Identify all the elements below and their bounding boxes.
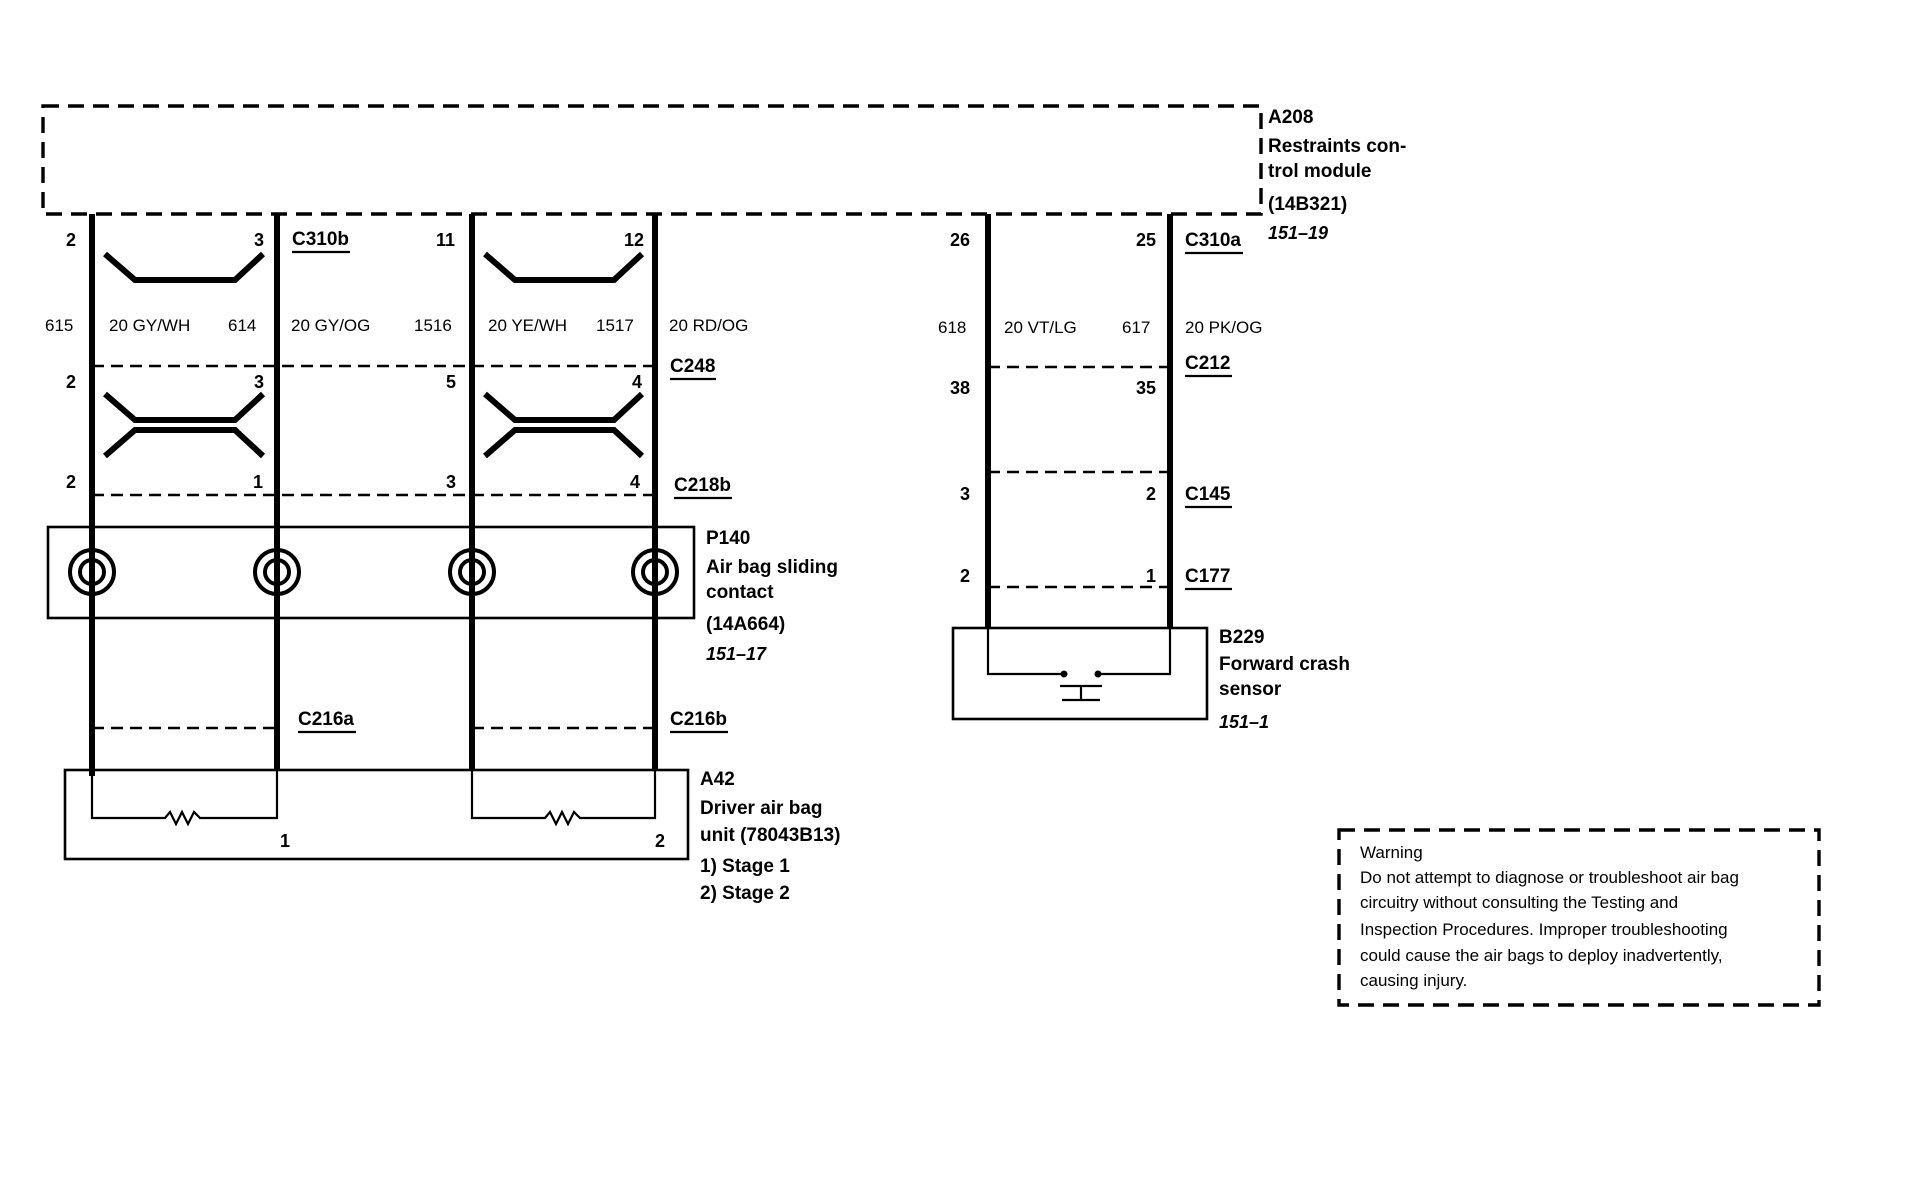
- pin-c248-2: 2: [66, 372, 76, 392]
- a42-name-line2: unit (78043B13): [700, 825, 840, 846]
- connector-c218b: C218b: [674, 475, 731, 496]
- connector-c212: C212: [1185, 353, 1230, 374]
- pin-c248-5: 5: [446, 372, 456, 392]
- a208-part: (14B321): [1268, 194, 1347, 215]
- contact-ring-3-outer: [448, 548, 496, 596]
- pin-c177-1: 1: [1146, 566, 1156, 586]
- warning-line-5: causing injury.: [1360, 971, 1467, 990]
- spec-1516: 20 YE/WH: [488, 316, 567, 335]
- warning-box: [1337, 828, 1821, 1007]
- a42-id: A42: [700, 769, 735, 790]
- twist-x-b-top: [483, 391, 645, 423]
- warning-line-4: could cause the air bags to deploy inadv…: [1360, 946, 1723, 965]
- clockspring-contacts: [68, 548, 679, 596]
- sensor-contact-left: [1060, 670, 1068, 678]
- b229-name-line1: Forward crash: [1219, 654, 1350, 675]
- a208-id: A208: [1268, 107, 1313, 128]
- b229-page-ref: 151–1: [1219, 712, 1269, 732]
- pin-c248-4: 4: [632, 372, 642, 392]
- pin-c310b-3: 3: [254, 230, 264, 250]
- a42-stage1: 1) Stage 1: [700, 856, 790, 877]
- a208-name-line2: trol module: [1268, 161, 1371, 182]
- pin-c218b-4: 4: [630, 472, 640, 492]
- p140-name-line2: contact: [706, 582, 774, 603]
- warning-title: Warning: [1360, 843, 1423, 862]
- pin-c145-3: 3: [960, 484, 970, 504]
- p140-page-ref: 151–17: [706, 644, 767, 664]
- contact-ring-4-outer: [631, 548, 679, 596]
- connector-c177: C177: [1185, 566, 1230, 587]
- pin-c310b-2: 2: [66, 230, 76, 250]
- p140-box: [46, 525, 696, 620]
- contact-ring-2-outer: [253, 548, 301, 596]
- twist-x-a-bottom: [103, 427, 266, 459]
- a42-name-line1: Driver air bag: [700, 798, 823, 819]
- contact-ring-4-inner: [641, 558, 669, 586]
- spec-618: 20 VT/LG: [1004, 318, 1077, 337]
- sensor-switch-right: [1100, 628, 1172, 676]
- pin-c212-35: 35: [1136, 378, 1156, 398]
- circuit-618: 618: [938, 318, 966, 337]
- b229-name-line2: sensor: [1219, 679, 1282, 700]
- twist-mark-c310b-a: [103, 251, 266, 283]
- pin-c145-2: 2: [1146, 484, 1156, 504]
- a42-stage2: 2) Stage 2: [700, 883, 790, 904]
- pin-c310a-26: 26: [950, 230, 970, 250]
- warning-line-3: Inspection Procedures. Improper troubles…: [1360, 920, 1728, 939]
- stage2-loop: [470, 770, 657, 827]
- a208-name-line1: Restraints con-: [1268, 136, 1406, 157]
- connector-c310a: C310a: [1185, 230, 1241, 251]
- connector-c248: C248: [670, 356, 715, 377]
- twist-mark-c310b-b: [483, 251, 645, 283]
- p140-id: P140: [706, 528, 750, 549]
- pin-c310b-12: 12: [624, 230, 644, 250]
- a42-box: [63, 768, 690, 861]
- b229-id: B229: [1219, 627, 1264, 648]
- a42-stage2-pin: 2: [655, 831, 665, 851]
- p140-name-line1: Air bag sliding: [706, 557, 838, 578]
- contact-ring-3-inner: [458, 558, 486, 586]
- warning-line-1: Do not attempt to diagnose or troublesho…: [1360, 868, 1739, 887]
- connector-c310b: C310b: [292, 229, 349, 250]
- circuit-615: 615: [45, 316, 73, 335]
- pin-c177-2: 2: [960, 566, 970, 586]
- spec-614: 20 GY/OG: [291, 316, 370, 335]
- connector-c145: C145: [1185, 484, 1231, 505]
- twist-x-b-bottom: [483, 427, 645, 459]
- a208-module-box: [41, 104, 1263, 216]
- p140-part: (14A664): [706, 614, 785, 635]
- warning-line-2: circuitry without consulting the Testing…: [1360, 893, 1678, 912]
- spec-615: 20 GY/WH: [109, 316, 190, 335]
- pin-c218b-3: 3: [446, 472, 456, 492]
- twist-x-a-top: [103, 391, 266, 423]
- pin-c218b-2: 2: [66, 472, 76, 492]
- stage1-loop: [90, 770, 279, 827]
- connector-c216b: C216b: [670, 709, 727, 730]
- circuit-614: 614: [228, 316, 256, 335]
- a208-page-ref: 151–19: [1268, 223, 1328, 243]
- sensor-contact-right: [1094, 670, 1102, 678]
- circuit-617: 617: [1122, 318, 1150, 337]
- b229-box: [951, 626, 1209, 721]
- pin-c310b-11: 11: [436, 230, 455, 250]
- contact-ring-1-outer: [68, 548, 116, 596]
- circuit-1516: 1516: [414, 316, 452, 335]
- a42-stage1-pin: 1: [280, 831, 290, 851]
- spec-617: 20 PK/OG: [1185, 318, 1262, 337]
- pin-c218b-1: 1: [253, 472, 263, 492]
- contact-ring-1-inner: [78, 558, 106, 586]
- spec-1517: 20 RD/OG: [669, 316, 748, 335]
- pin-c310a-25: 25: [1136, 230, 1156, 250]
- sensor-switch-left: [986, 628, 1062, 676]
- connector-c216a: C216a: [298, 709, 354, 730]
- contact-ring-2-inner: [263, 558, 291, 586]
- circuit-1517: 1517: [596, 316, 634, 335]
- pin-c212-38: 38: [950, 378, 970, 398]
- pin-c248-3: 3: [254, 372, 264, 392]
